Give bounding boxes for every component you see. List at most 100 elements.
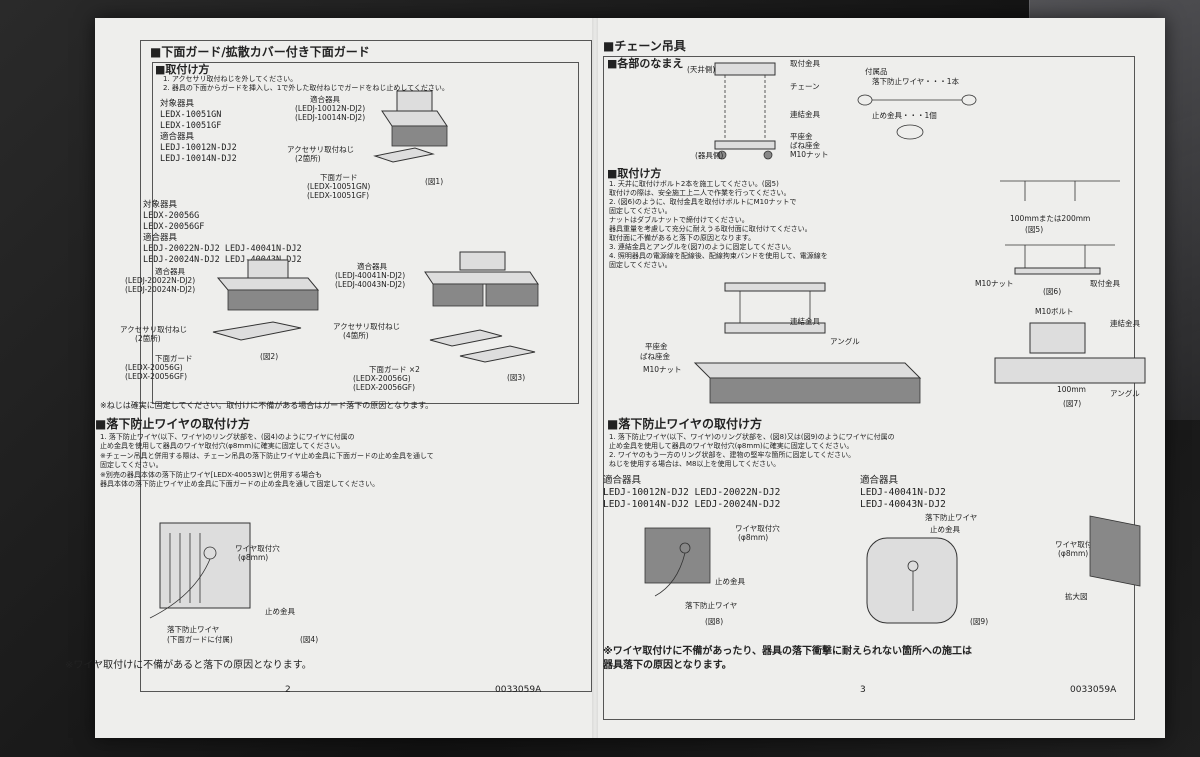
callout-compat-a: 適合器具	[155, 267, 185, 276]
fig-label: (図1)	[425, 177, 444, 186]
fig8-hole: ワイヤ取付穴	[735, 524, 780, 533]
wire-drawing-9	[866, 537, 958, 624]
fig9-hole: (φ8mm)	[1058, 549, 1089, 558]
compat-label: 適合器具	[603, 475, 642, 486]
compat-models: LEDJ-10012N-DJ2 LEDJ-20022N-DJ2	[603, 487, 781, 498]
compat-label: 適合器具	[160, 132, 195, 142]
install-step: 固定してください。	[609, 261, 672, 269]
fixture-drawing-9	[1089, 515, 1141, 587]
compat-models: LEDJ-20022N-DJ2 LEDJ-40041N-DJ2	[143, 244, 302, 254]
page-2: ■下面ガード/拡散カバー付き下面ガード ■取付け方 1. アクセサリ取付ねじを外…	[65, 18, 595, 738]
install-step: 4. 照明器具の電源線を配線後、配線拘束バンドを使用して、電源線を	[609, 252, 828, 260]
install-step: 3. 連結金具とアングルを(図7)のように固定してください。	[609, 243, 796, 251]
fixture-drawing-1	[381, 90, 448, 147]
guard-drawing-1	[373, 147, 435, 163]
label-clip-acc: 止め金具・・・1個	[872, 111, 937, 120]
fig9-hole: ワイヤ取付穴	[1055, 540, 1100, 549]
compat-model: LEDJ-10014N-DJ2	[160, 154, 237, 164]
chain-hanger-drawing	[714, 62, 776, 160]
wire-step: 止め金具を使用して器具のワイヤ取付穴(φ8mm)に確実に固定してください。	[609, 442, 854, 450]
wire-title: ■落下防止ワイヤの取付け方	[95, 417, 250, 431]
callout-guard: (LEDX-10051GN)	[307, 182, 371, 191]
compat-models-2: LEDJ-40041N-DJ2	[860, 487, 946, 498]
fig7-connector: 連結金具	[1110, 319, 1140, 328]
fixture-drawing-3	[424, 251, 539, 307]
callout-compat: (LEDJ-10012N-DJ2)	[295, 104, 366, 113]
callout-compat-a: (LEDJ-20024N-DJ2)	[125, 285, 196, 294]
mid-nut: M10ナット	[643, 365, 682, 374]
fig9-clip: 止め金具	[930, 525, 960, 534]
install-heading: ■取付け方	[155, 63, 210, 76]
compat-models: LEDJ-10014N-DJ2 LEDJ-20024N-DJ2	[603, 499, 781, 510]
bracket-mount-drawing	[1005, 244, 1115, 275]
wire-step: 2. ワイヤのもう一方のリング状部を、建物の堅牢な箇所に固定してください。	[609, 451, 856, 459]
warning-wire: ※ワイヤ取付けに不備があると落下の原因となります。	[65, 660, 312, 671]
fig7-angle: アングル	[1110, 389, 1140, 398]
install-step: 取付けの際は、安全施工上二人で作業を行ってください。	[609, 189, 791, 197]
guard-drawing-3	[429, 329, 536, 363]
callout-compat-b: (LEDJ-40041N-DJ2)	[335, 271, 406, 280]
callout-wire: 落下防止ワイヤ	[167, 625, 220, 634]
fig7-dim: 100mm	[1057, 385, 1086, 394]
fig-label: (図6)	[1043, 287, 1062, 296]
page-number: 3	[860, 685, 866, 695]
callout-hole: (φ8mm)	[238, 553, 269, 562]
mid-spring: ばね座金	[640, 352, 670, 361]
wire-title-right: ■落下防止ワイヤの取付け方	[607, 417, 762, 431]
left-title: ■下面ガード/拡散カバー付き下面ガード	[150, 45, 370, 59]
callout-guard-b: 下面ガード ×2	[369, 365, 420, 374]
compat-label: 適合器具	[143, 233, 178, 243]
fig-label: (図5)	[1025, 225, 1044, 234]
instruction-sheet: ■下面ガード/拡散カバー付き下面ガード ■取付け方 1. アクセサリ取付ねじを外…	[65, 18, 1165, 738]
callout-compat: (LEDJ-10014N-DJ2)	[295, 113, 366, 122]
label-washer: 平座金	[790, 132, 813, 141]
callout-compat: 適合器具	[310, 95, 340, 104]
wire-note: 固定してください。	[100, 461, 163, 469]
callout-screw-b: (4箇所)	[343, 331, 369, 340]
label-ceiling: (天井側)	[687, 65, 716, 74]
install-step: 2. (図6)のように、取付金具を取付けボルトにM10ナットで	[609, 198, 797, 206]
fig6-nut: M10ナット	[975, 279, 1014, 288]
assembly-drawing	[693, 282, 922, 404]
fig5-dim: 100mmまたは200mm	[1010, 214, 1091, 223]
wire-note: 器具本体の落下防止ワイヤ止め金具に下面ガードの止め金具を通して固定してください。	[100, 480, 380, 488]
wire-step: 1. 落下防止ワイヤ(以下、ワイヤ)のリング状部を、(図4)のようにワイヤに付属…	[100, 433, 355, 441]
wire-drawing-4	[149, 522, 251, 619]
parts-heading: ■各部のなまえ	[607, 57, 684, 70]
callout-screw: (2箇所)	[295, 154, 321, 163]
callout-compat-b: (LEDJ-40043N-DJ2)	[335, 280, 406, 289]
callout-screw-a: アクセサリ取付ねじ	[120, 325, 188, 334]
wire-step: ねじを使用する場合は、M8以上を使用してください。	[609, 460, 781, 468]
fig9-wire: 落下防止ワイヤ	[925, 513, 978, 522]
fig8-clip: 止め金具	[715, 577, 745, 586]
fig7-bolt: M10ボルト	[1035, 307, 1074, 316]
callout-screw-a: (2箇所)	[135, 334, 161, 343]
fig-label: (図4)	[300, 635, 319, 644]
wire-drawing-8	[644, 527, 711, 597]
install-step: 1. アクセサリ取付ねじを外してください。	[163, 75, 298, 83]
callout-compat-a: (LEDJ-20022N-DJ2)	[125, 276, 196, 285]
angle-drawing	[994, 322, 1146, 384]
callout-guard-b: (LEDX-20056G)	[353, 374, 411, 383]
right-title: ■チェーン吊具	[603, 39, 686, 53]
compat-models: LEDJ-20024N-DJ2 LEDJ-40043N-DJ2	[143, 255, 302, 265]
mid-angle: アングル	[830, 337, 860, 346]
label-spring: ばね座金	[790, 141, 820, 150]
fig8-hole: (φ8mm)	[738, 533, 769, 542]
clip-accessory-icon	[896, 124, 924, 140]
ceiling-bolts-drawing	[1000, 180, 1120, 201]
fig-label: (図7)	[1063, 399, 1082, 408]
callout-screw: アクセサリ取付ねじ	[287, 145, 355, 154]
target-model: LEDX-10051GN	[160, 110, 222, 120]
doc-number: 0033059A	[495, 685, 542, 695]
page-3: ■チェーン吊具 ■各部のなまえ (天井側) 取付金具 チェーン 連結金具 平座金…	[595, 18, 1165, 738]
install-step: 取付面に不備があると落下の原因となります。	[609, 234, 756, 242]
wire-accessory-icon	[857, 94, 977, 106]
callout-wire: (下面ガードに付属)	[167, 635, 233, 644]
install-step: 器具重量を考慮して充分に耐えうる取付面に取付けてください。	[609, 225, 812, 233]
wire-note: ※チェーン吊具と併用する際は、チェーン吊具の落下防止ワイヤ止め金具に下面ガードの…	[100, 452, 434, 460]
warning-right: 器具落下の原因となります。	[603, 660, 732, 671]
install-step: 1. 天井に取付けボルト2本を施工してください。(図5)	[609, 180, 779, 188]
compat-label-2: 適合器具	[860, 475, 899, 486]
